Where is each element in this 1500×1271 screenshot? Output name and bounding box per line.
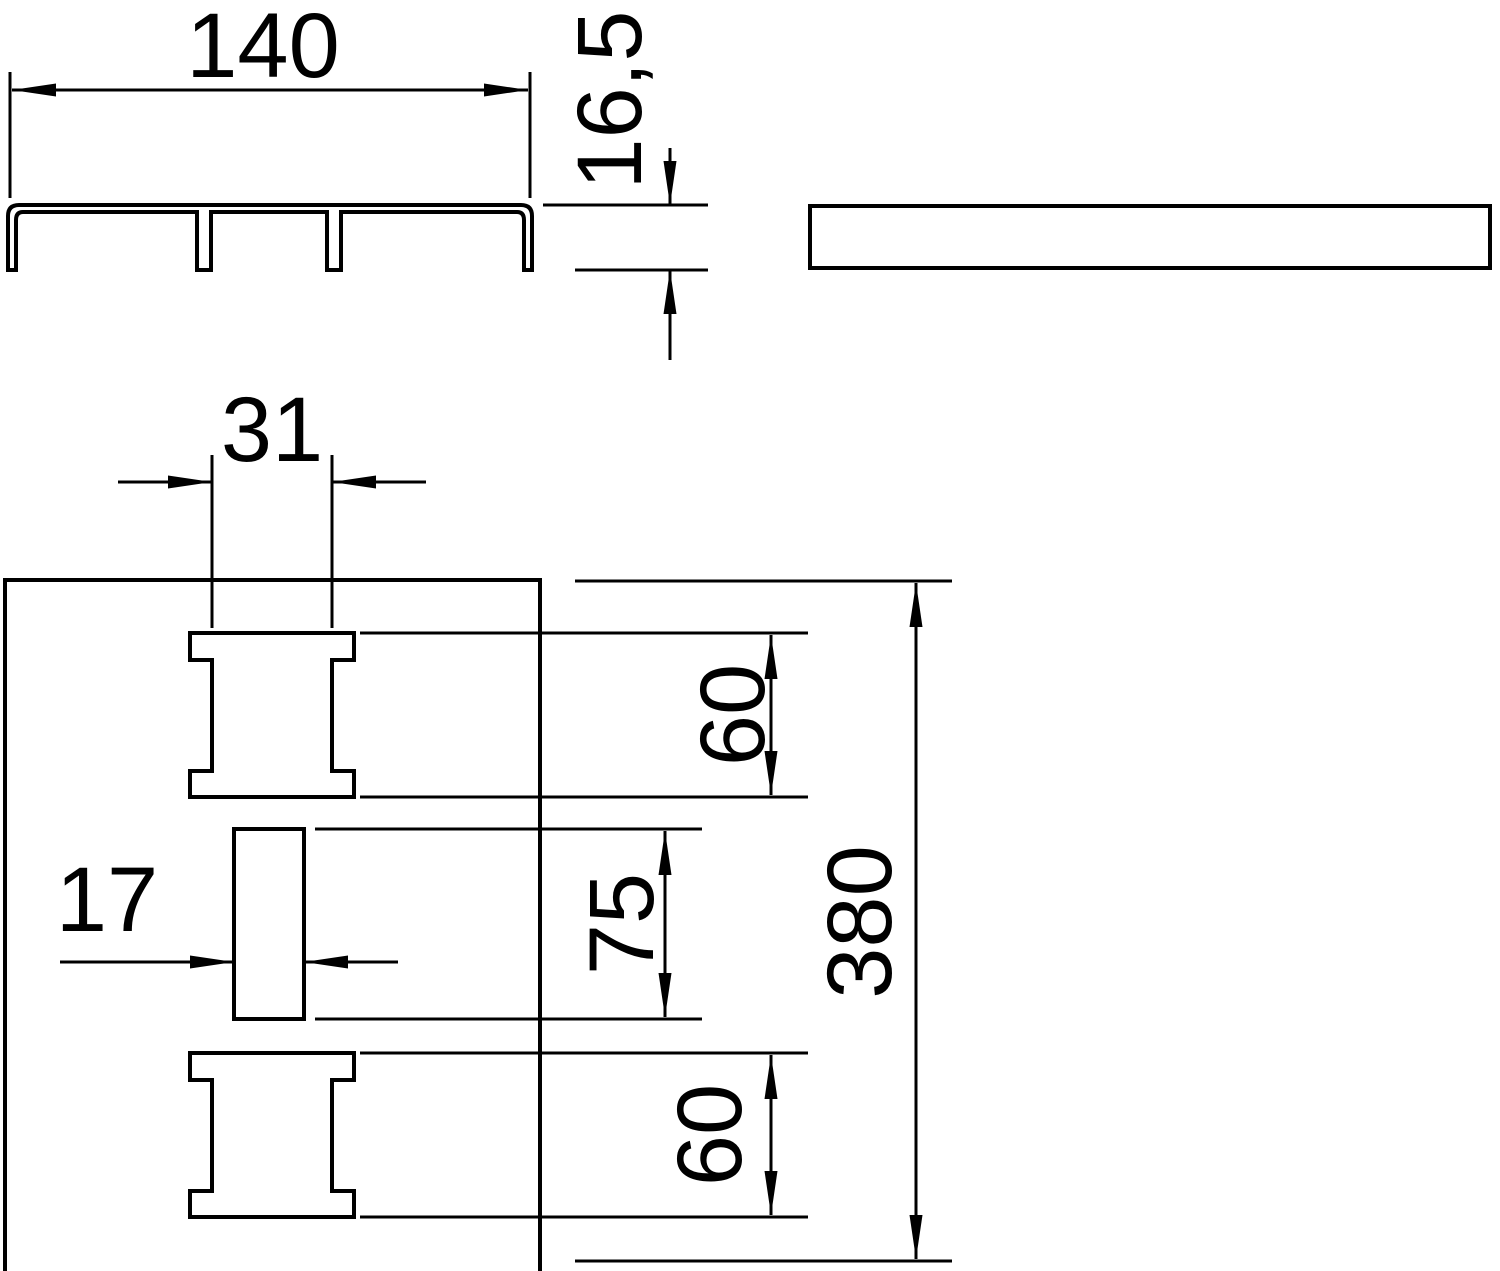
plan-view-upper-cutout	[188, 631, 356, 799]
dim-17-label: 17	[56, 849, 158, 951]
plan-view-center-slot	[232, 827, 306, 1021]
section-view-profile	[6, 203, 534, 272]
dim-31-label: 31	[221, 379, 323, 481]
part-views	[3, 203, 1492, 1271]
dim-60-bottom-label: 60	[659, 1084, 761, 1186]
side-view-outline	[808, 204, 1492, 270]
dimension-lines	[8, 72, 952, 1263]
dim-16-5-label: 16,5	[559, 10, 661, 189]
dim-75-label: 75	[571, 873, 673, 975]
dim-60-top-label: 60	[682, 664, 784, 766]
plan-view-plate-outline	[3, 578, 542, 1271]
plan-view-lower-cutout	[188, 1051, 356, 1219]
dimension-labels: 140 16,5 31 17 60 75 60 380	[56, 0, 911, 1186]
dim-380-label: 380	[809, 845, 911, 999]
dim-140-label: 140	[186, 0, 340, 97]
